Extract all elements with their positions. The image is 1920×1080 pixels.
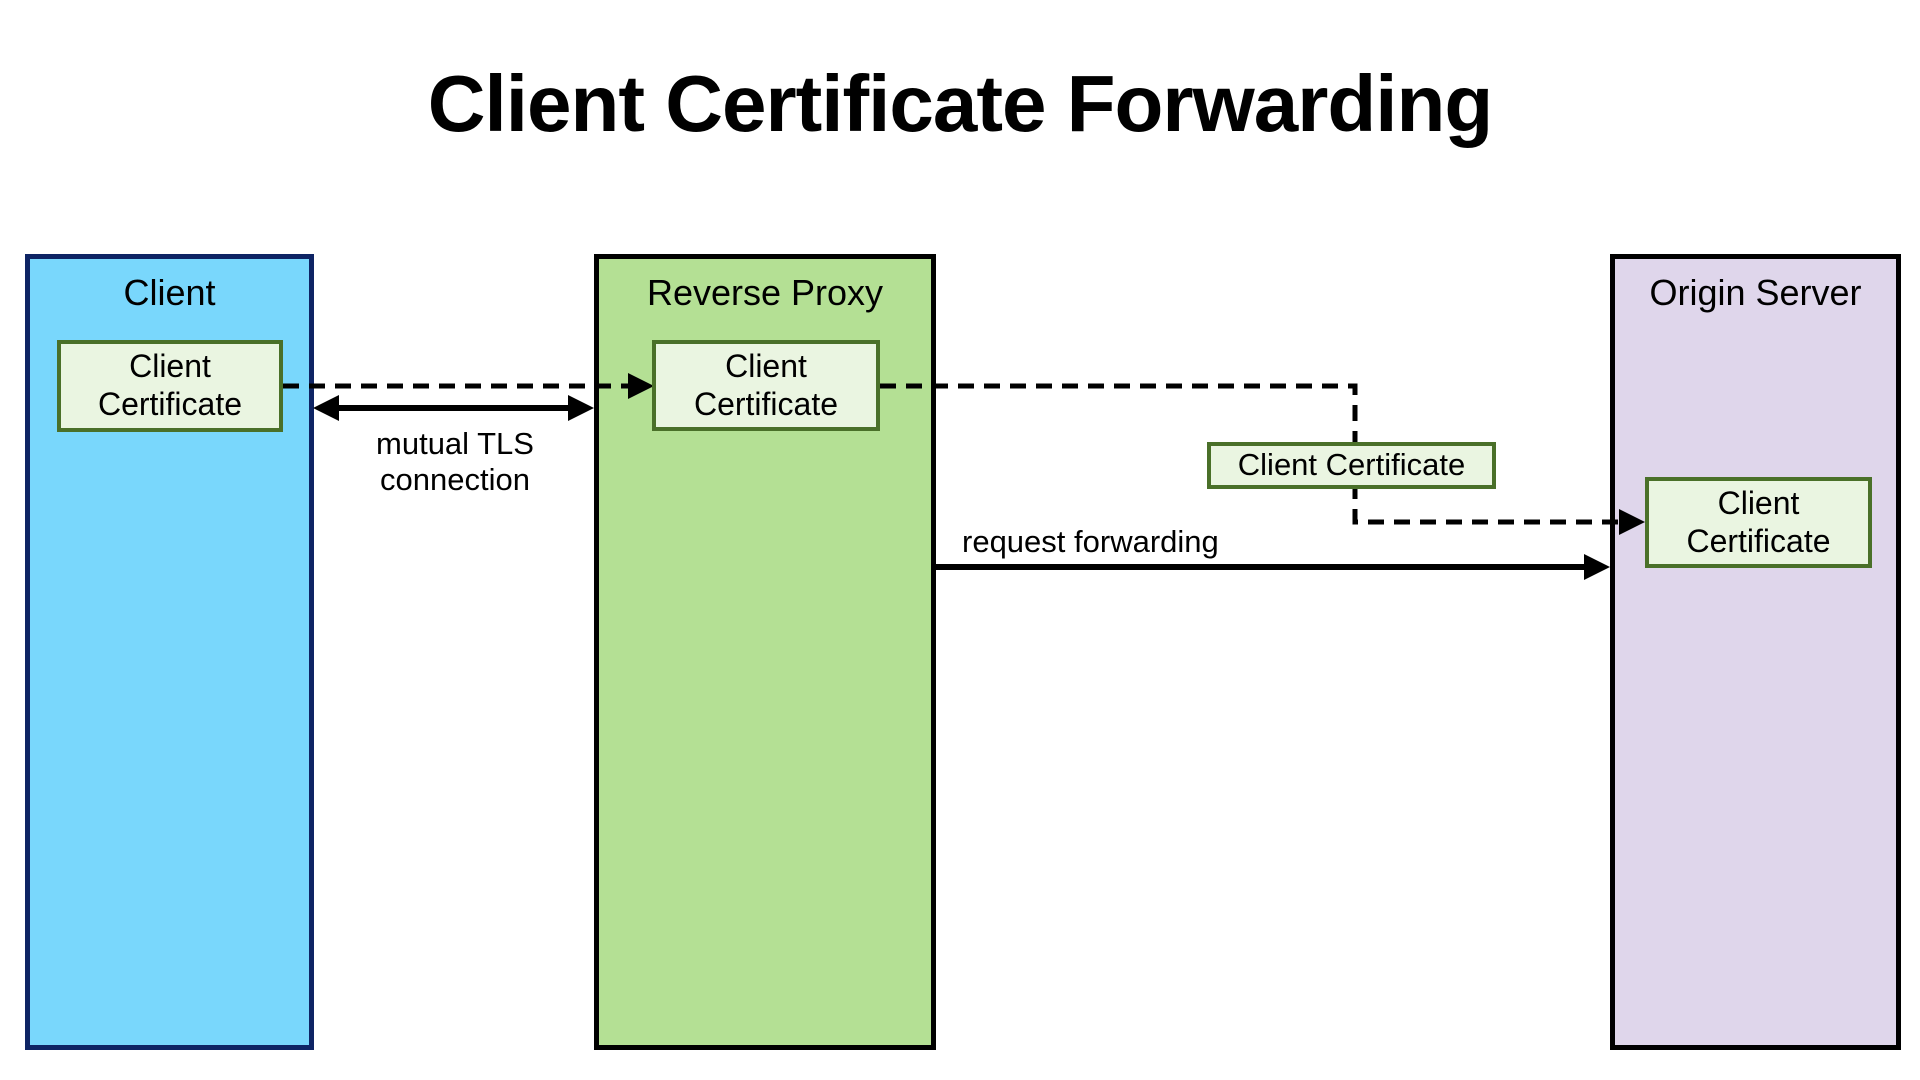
client-certificate-box-in-proxy: Client Certificate — [652, 340, 880, 431]
origin-server-node: Origin Server — [1610, 254, 1901, 1050]
origin-server-node-label: Origin Server — [1649, 272, 1862, 313]
reverse-proxy-node-label: Reverse Proxy — [646, 272, 884, 313]
mutual-tls-double-arrow — [313, 395, 594, 421]
client-node-label: Client — [123, 272, 216, 313]
client-certificate-box-in-client: Client Certificate — [57, 340, 283, 432]
client-certificate-box-in-origin: Client Certificate — [1645, 477, 1872, 568]
request-forwarding-label: request forwarding — [962, 524, 1219, 559]
forwarded-client-certificate-box: Client Certificate — [1207, 442, 1496, 489]
diagram-title: Client Certificate Forwarding — [427, 59, 1493, 148]
arrowhead-icon — [1584, 554, 1610, 580]
mutual-tls-label: mutual TLS connection — [376, 426, 534, 497]
arrowhead-icon — [313, 395, 339, 421]
arrowhead-icon — [568, 395, 594, 421]
